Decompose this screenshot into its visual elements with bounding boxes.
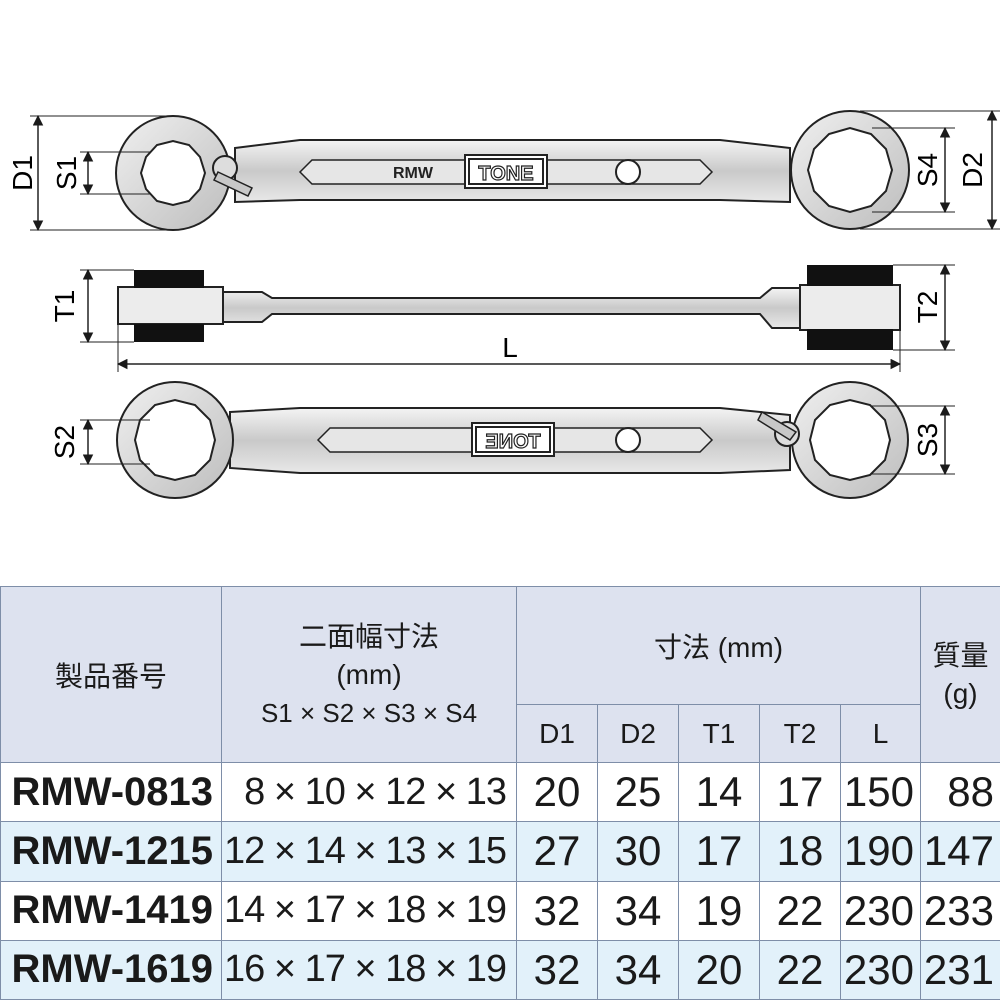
label-S3: S3: [912, 423, 943, 457]
label-S2: S2: [49, 425, 80, 459]
cell-mass: 147: [920, 821, 1000, 882]
cell-D1: 32: [516, 939, 598, 1000]
cell-T1: 19: [678, 880, 760, 941]
cell-T2: 22: [759, 939, 841, 1000]
cell-sizes: 16 × 17 × 18 × 19: [221, 939, 517, 1000]
cell-D2: 30: [597, 821, 679, 882]
header-L: L: [840, 704, 921, 763]
header-dims: 寸法 (mm): [516, 586, 921, 705]
cell-T1: 14: [678, 761, 760, 823]
table-row: RMW-1619 16 × 17 × 18 × 19 32 34 20 22 2…: [0, 939, 1000, 1000]
wrench-technical-drawing: TONE RMW D1 S1 S4 D2: [7, 109, 1000, 499]
label-T1: T1: [49, 290, 80, 323]
spec-table: 製品番号 二面幅寸法 (mm) S1 × S2 × S3 × S4 寸法 (mm…: [0, 586, 1000, 1000]
label-T2: T2: [912, 291, 943, 324]
twelve-point-socket-right: [806, 126, 894, 214]
header-size-formula: S1 × S2 × S3 × S4: [260, 697, 478, 728]
twelve-point-socket-bottom-right: [808, 398, 892, 482]
cell-mass: 233: [920, 880, 1000, 941]
header-mass-title: 質量: [932, 639, 989, 671]
ratchet-lever-bottom: [757, 410, 800, 447]
cell-L: 190: [840, 821, 921, 882]
cell-D1: 20: [516, 761, 598, 823]
cell-model: RMW-1419: [0, 880, 222, 941]
header-mass-unit: (g): [943, 677, 978, 709]
cell-D2: 25: [597, 761, 679, 823]
header-mass: 質量 (g): [920, 586, 1000, 763]
table-row: RMW-1419 14 × 17 × 18 × 19 32 34 19 22 2…: [0, 880, 1000, 941]
header-D1: D1: [516, 704, 598, 763]
cell-model: RMW-0813: [0, 761, 222, 823]
cell-sizes: 8 × 10 × 12 × 13: [221, 761, 517, 823]
header-D2: D2: [597, 704, 679, 763]
label-L: L: [502, 332, 518, 363]
twelve-point-socket-bottom-left: [133, 398, 217, 482]
imprint-model-top: RMW: [393, 165, 434, 182]
header-T1: T1: [678, 704, 760, 763]
table-row: RMW-1215 12 × 14 × 13 × 15 27 30 17 18 1…: [0, 821, 1000, 882]
cell-model: RMW-1215: [0, 821, 222, 882]
cell-T1: 20: [678, 939, 760, 1000]
cell-T2: 18: [759, 821, 841, 882]
wrench-top-view: TONE RMW D1 S1 S4 D2: [7, 109, 1000, 232]
cell-T1: 17: [678, 821, 760, 882]
header-model: 製品番号: [0, 586, 222, 763]
wrench-side-view: T1 T2 L: [49, 263, 955, 372]
label-D1: D1: [7, 155, 38, 191]
cell-sizes: 14 × 17 × 18 × 19: [221, 880, 517, 941]
cell-L: 150: [840, 761, 921, 823]
shank-hole-top: [615, 159, 641, 185]
label-D2: D2: [957, 152, 988, 188]
header-size-unit: (mm): [336, 658, 402, 690]
cell-T2: 22: [759, 880, 841, 941]
imprint-brand-top: TONE: [478, 163, 533, 185]
cell-model: RMW-1619: [0, 939, 222, 1000]
cell-D2: 34: [597, 880, 679, 941]
ratchet-lever-top: [212, 155, 254, 197]
shank-hole-bottom: [615, 427, 641, 453]
header-sizes: 二面幅寸法 (mm) S1 × S2 × S3 × S4: [221, 586, 517, 763]
twelve-point-socket-left: [139, 139, 207, 207]
label-S1: S1: [51, 156, 82, 190]
cell-sizes: 12 × 14 × 13 × 15: [221, 821, 517, 882]
cell-T2: 17: [759, 761, 841, 823]
cell-L: 230: [840, 939, 921, 1000]
cell-mass: 231: [920, 939, 1000, 1000]
wrench-bottom-view: TONE S2 S3: [49, 381, 955, 499]
table-row: RMW-0813 8 × 10 × 12 × 13 20 25 14 17 15…: [0, 761, 1000, 823]
header-T2: T2: [759, 704, 841, 763]
cell-mass: 88: [920, 761, 1000, 823]
cell-D1: 27: [516, 821, 598, 882]
header-size-title: 二面幅寸法: [298, 620, 439, 652]
cell-D2: 34: [597, 939, 679, 1000]
imprint-brand-bottom-mirrored: TONE: [485, 431, 540, 453]
label-S4: S4: [912, 153, 943, 187]
cell-L: 230: [840, 880, 921, 941]
cell-D1: 32: [516, 880, 598, 941]
